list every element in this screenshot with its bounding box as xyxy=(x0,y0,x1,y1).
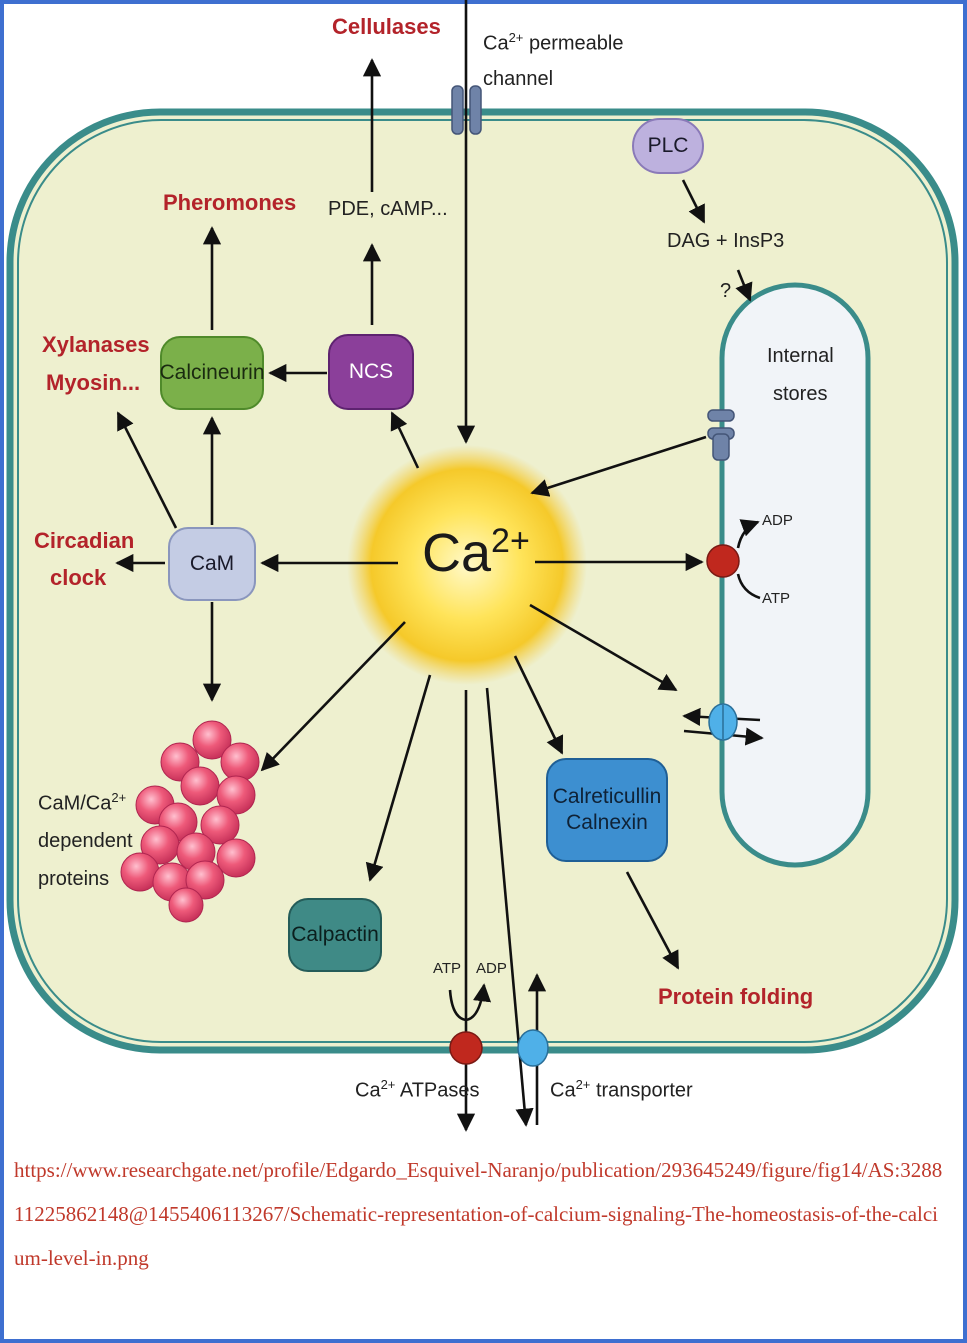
cam-label: CaM xyxy=(189,551,235,575)
transporter-text: transporter xyxy=(590,1079,693,1102)
channel-ca-charge: 2+ xyxy=(508,30,524,45)
dependent-label: dependent xyxy=(38,830,133,852)
arrow-ca-to-calpactin xyxy=(365,674,432,882)
cam-dependent-proteins-cluster xyxy=(120,720,260,923)
calreticullin-calnexin-node: Calreticullin Calnexin xyxy=(546,758,668,862)
circadian-label: Circadian xyxy=(34,528,135,553)
clock-label: clock xyxy=(50,565,107,590)
atpase-adp-label: ADP xyxy=(476,960,507,977)
proteins-label: proteins xyxy=(38,868,110,890)
calcium-center xyxy=(347,445,587,685)
atpases-text: ATPases xyxy=(395,1079,480,1102)
question-mark-label: ? xyxy=(720,280,732,302)
cellulases-label: Cellulases xyxy=(332,14,441,39)
atpases-label: Ca2+ ATPases xyxy=(355,1077,480,1103)
myosin-label: Myosin... xyxy=(46,370,141,395)
internal-label: Internal xyxy=(767,345,834,367)
channel-label-line1: Ca2+ permeable xyxy=(483,30,623,56)
plc-node: PLC xyxy=(632,118,704,174)
calcineurin-node: Calcineurin xyxy=(159,336,265,410)
cam-ca-label: CaM/Ca2+ xyxy=(38,790,126,816)
calcineurin-label: Calcineurin xyxy=(159,360,265,384)
arrow-pump-atp xyxy=(736,573,761,600)
store-channel-icon xyxy=(707,409,735,461)
atpase-atp-label: ATP xyxy=(433,960,462,977)
calcium-label-charge: 2+ xyxy=(491,522,530,560)
store-pump-icon xyxy=(706,544,740,578)
protein-folding-label: Protein folding xyxy=(658,984,814,1009)
calpactin-node: Calpactin xyxy=(288,898,382,972)
ca-permeable-channel-icon xyxy=(451,85,482,135)
atpase-pump-icon xyxy=(449,1031,483,1065)
arrow-plc-to-dag xyxy=(681,179,706,224)
arrow-atpase-atp-adp xyxy=(448,983,492,1022)
calnexin-label: Calnexin xyxy=(566,811,648,834)
store-adp-label: ADP xyxy=(762,512,793,529)
arrow-dag-to-stores xyxy=(735,269,753,302)
calreticullin-label: Calreticullin xyxy=(552,784,662,808)
store-atp-label: ATP xyxy=(762,590,791,607)
calcium-label: Ca2+ xyxy=(422,522,530,584)
xylanases-label: Xylanases xyxy=(42,332,150,357)
cell-membrane-inner xyxy=(17,119,948,1043)
pheromones-label: Pheromones xyxy=(163,190,297,215)
pde-camp-label: PDE, cAMP... xyxy=(328,198,448,220)
arrow-store-to-ca xyxy=(530,435,707,497)
arrow-ca-to-proteins xyxy=(260,621,406,772)
transporter-ca: Ca xyxy=(550,1079,576,1102)
ncs-label: NCS xyxy=(348,359,394,383)
arrow-ca-to-calreticullin xyxy=(513,655,564,755)
arrow-calnexin-to-protein-folding xyxy=(625,871,680,970)
arrow-cam-to-xylanases xyxy=(116,411,178,529)
channel-ca: Ca xyxy=(483,32,509,55)
stores-label: stores xyxy=(773,383,828,405)
cam-ca-text: CaM/Ca xyxy=(38,792,112,815)
arrow-ca-to-ncs xyxy=(390,411,420,469)
atpases-ca: Ca xyxy=(355,1079,381,1102)
internal-stores-compartment xyxy=(719,282,871,868)
transporter-label: Ca2+ transporter xyxy=(550,1077,693,1103)
transporter-icon xyxy=(517,1029,549,1067)
channel-label-line2: channel xyxy=(483,68,554,90)
transporter-ca-charge: 2+ xyxy=(575,1077,591,1092)
cam-ca-charge: 2+ xyxy=(111,790,127,805)
dag-insp3-label: DAG + InsP3 xyxy=(667,230,785,252)
ncs-node: NCS xyxy=(328,334,414,410)
source-url-text: https://www.researchgate.net/profile/Edg… xyxy=(14,1158,943,1270)
calcium-label-text: Ca xyxy=(422,523,492,583)
calpactin-label: Calpactin xyxy=(291,922,379,946)
plc-label: PLC xyxy=(647,133,689,157)
cam-node: CaM xyxy=(168,527,256,601)
atpases-ca-charge: 2+ xyxy=(380,1077,396,1092)
channel-permeable: permeable xyxy=(523,32,624,55)
arrow-pump-adp xyxy=(736,519,760,549)
arrow-ca-to-exchanger xyxy=(529,603,678,692)
